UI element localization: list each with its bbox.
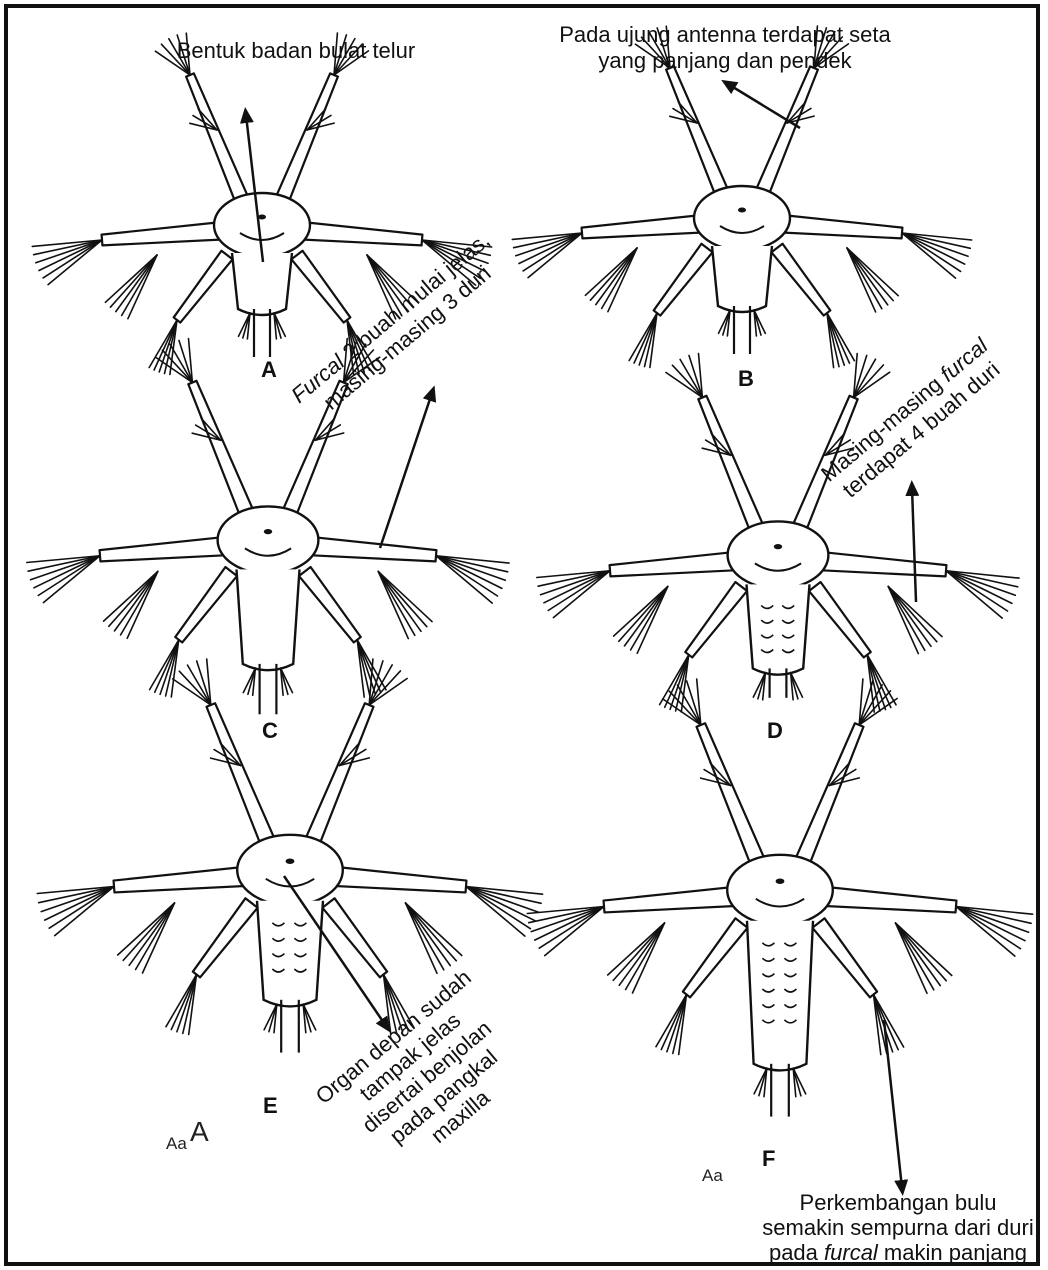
- stray-mark-e-big: A: [190, 1116, 209, 1148]
- arrow-f: [884, 1020, 902, 1188]
- annotation-f-line1: Perkembangan bulu: [748, 1190, 1048, 1215]
- annotation-a: Bentuk badan bulat telur: [146, 38, 446, 64]
- stray-mark-e-small: Aa: [166, 1134, 187, 1154]
- stage-label-b: B: [738, 366, 754, 392]
- annotation-a-text: Bentuk badan bulat telur: [177, 38, 416, 63]
- annotation-f-line3: pada furcal makin panjang: [748, 1240, 1048, 1265]
- stage-c-drawing: [27, 339, 509, 715]
- annotation-f-line3-end: makin panjang: [878, 1240, 1027, 1265]
- annotation-f: Perkembangan bulu semakin sempurna dari …: [748, 1190, 1048, 1265]
- annotation-f-line3-start: pada: [769, 1240, 824, 1265]
- annotation-b-line1: Pada ujung antenna terdapat seta: [545, 22, 905, 48]
- stage-label-e: E: [263, 1093, 278, 1119]
- annotation-b-line2: yang panjang dan pendek: [545, 48, 905, 74]
- annotation-b: Pada ujung antenna terdapat seta yang pa…: [545, 22, 905, 74]
- stage-label-f: F: [762, 1146, 775, 1172]
- annotation-f-line2: semakin sempurna dari duri: [748, 1215, 1048, 1240]
- stage-label-a: A: [261, 357, 277, 383]
- stage-b-drawing: [512, 26, 971, 368]
- stray-mark-f-small: Aa: [702, 1166, 723, 1186]
- annotation-f-italic: furcal: [824, 1240, 878, 1265]
- arrow-c: [380, 393, 432, 548]
- stage-f-drawing: [527, 679, 1032, 1117]
- stage-label-d: D: [767, 718, 783, 744]
- arrow-b: [728, 84, 800, 128]
- stage-label-c: C: [262, 718, 278, 744]
- arrow-d: [912, 488, 916, 602]
